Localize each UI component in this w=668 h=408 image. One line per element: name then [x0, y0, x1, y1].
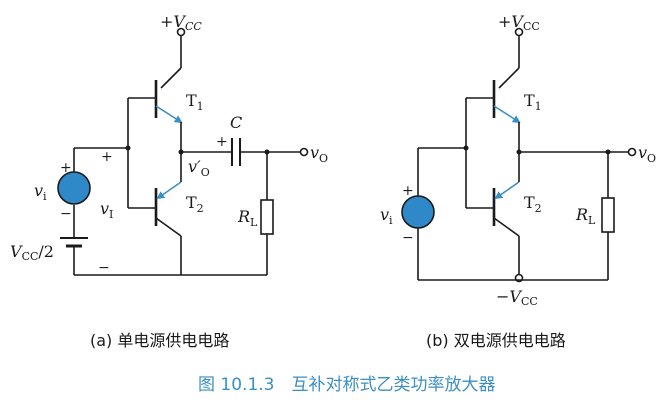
- vo-terminal-a: [299, 147, 309, 157]
- circuit-b: [417, 27, 637, 283]
- src-minus-b: −: [402, 230, 414, 246]
- node-plus-a: +: [101, 149, 113, 165]
- vo-label-a: vO: [310, 143, 328, 165]
- vi-label-a: vi: [34, 181, 47, 203]
- vi-source-a: [57, 171, 91, 205]
- rl-label-b: RL: [575, 205, 596, 227]
- t2-emitter-b: [494, 181, 520, 200]
- src-plus-a: +: [60, 160, 72, 176]
- vi-source-b: [401, 195, 435, 229]
- t2-label-a: T2: [186, 193, 204, 215]
- vcc-terminal-b: [514, 27, 524, 37]
- node-dot-a3: [264, 149, 270, 155]
- rl-resistor-a: [260, 199, 274, 235]
- caption-b: (b) 双电源供电电路: [426, 331, 566, 350]
- cap-plus-a: +: [216, 134, 228, 150]
- src-minus-a: −: [60, 206, 72, 222]
- t1-label-a: T1: [186, 91, 204, 113]
- rl-resistor-b: [601, 197, 615, 233]
- node-dot-b3: [605, 149, 611, 155]
- vcc-terminal-a: [176, 27, 186, 37]
- circuit-a: [60, 27, 309, 276]
- bat-minus-a: −: [98, 260, 110, 276]
- cap-label-a: C: [230, 113, 242, 132]
- vI-label-a: vI: [100, 199, 113, 221]
- vcc-top-label-b: +VCC: [498, 12, 540, 33]
- node-dot-a: [125, 145, 131, 151]
- vo-mid-label-a: v′O: [188, 157, 210, 179]
- vee-label-b: −VCC: [496, 287, 538, 308]
- t1-emitter-a: [155, 105, 183, 124]
- node-dot-b: [463, 145, 469, 151]
- src-plus-b: +: [402, 183, 414, 199]
- t2-label-b: T2: [524, 193, 542, 215]
- vcc-half-label-a: VCC/2: [10, 242, 54, 263]
- vi-label-b: vi: [380, 205, 393, 227]
- vo-label-b: vO: [638, 143, 656, 165]
- node-dot-b2: [516, 149, 522, 155]
- caption-a: (a) 单电源供电电路: [90, 331, 229, 350]
- t1-label-b: T1: [524, 91, 542, 113]
- t1-emitter-b: [493, 105, 521, 124]
- rl-label-a: RL: [237, 207, 258, 229]
- t2-emitter-a: [156, 181, 182, 200]
- figure-title: 图 10.1.3 互补对称式乙类功率放大器: [198, 375, 495, 395]
- node-dot-a2: [178, 149, 184, 155]
- vcc-top-label-a: +VCC: [160, 12, 202, 33]
- vo-terminal-b: [627, 147, 637, 157]
